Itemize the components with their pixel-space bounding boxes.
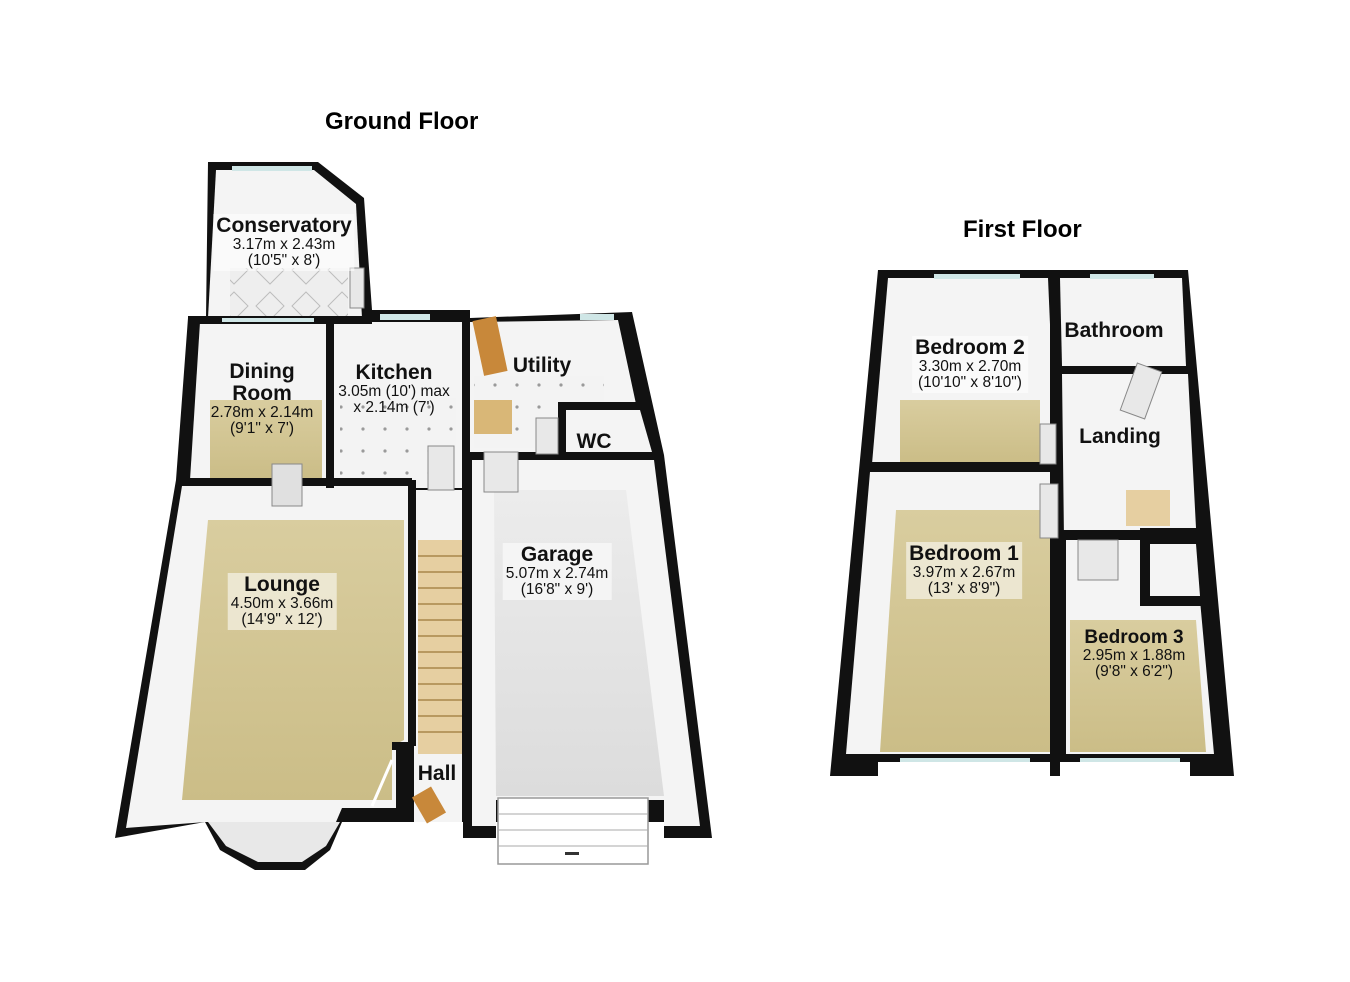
wc-door [535, 417, 559, 455]
bedroom2-door [1039, 423, 1057, 465]
landing-label: Landing [1079, 425, 1161, 448]
room-name: Garage [520, 543, 594, 566]
room-name: Bedroom 3 [1084, 627, 1184, 648]
garage-inner-door [483, 451, 519, 493]
room-size-imperial: (16'8" x 9') [520, 581, 594, 599]
first-doors [1039, 362, 1170, 581]
room-name: Conservatory [216, 214, 352, 237]
room-size-imperial: x 2.14m (7') [353, 399, 435, 417]
first-floor-title: First Floor [963, 216, 1082, 243]
room-size-metric: 3.30m x 2.70m [918, 358, 1022, 376]
lounge-hall-door [370, 759, 394, 807]
ground-floor-title: Ground Floor [325, 108, 479, 135]
conservatory-label: Conservatory 3.17m x 2.43m (10'5" x 8') [213, 214, 355, 271]
room-name: Utility [512, 354, 572, 377]
landing-stair [1126, 490, 1170, 526]
room-name: Bedroom 1 [909, 542, 1019, 565]
room-size-imperial: (10'10" x 8'10") [918, 374, 1022, 392]
room-name: Dining [229, 360, 295, 383]
room-size-imperial: (9'8" x 6'2") [1094, 663, 1174, 681]
lounge-label: Lounge 4.50m x 3.66m (14'9" x 12') [227, 573, 337, 630]
staircase [418, 540, 462, 754]
bedroom3-floor [1070, 620, 1206, 752]
utility-label: Utility [512, 354, 572, 377]
conservatory-floor [230, 268, 348, 318]
bedroom3-label: Bedroom 3 2.95m x 1.88m (9'8" x 6'2") [1083, 628, 1186, 680]
bathroom-label: Bathroom [1064, 319, 1164, 342]
room-name: Lounge [244, 573, 320, 596]
room-name: Landing [1079, 425, 1161, 448]
garage-door [497, 797, 649, 865]
cupboard [1150, 544, 1200, 596]
room-size-metric: 3.17m x 2.43m [232, 236, 336, 254]
utility-back-door [472, 316, 508, 376]
room-size-imperial: (9'1" x 7') [230, 420, 294, 438]
room-size-metric: 2.95m x 1.88m [1082, 646, 1186, 664]
lounge-door [271, 463, 303, 507]
room-name: Bathroom [1064, 319, 1164, 342]
bedroom1-door [1039, 483, 1059, 539]
dining-label: Dining Room 2.78m x 2.14m (9'1" x 7') [210, 360, 314, 438]
bathroom-room [1060, 278, 1186, 366]
garage-label: Garage 5.07m x 2.74m (16'8" x 9') [502, 543, 612, 600]
dining-floor [210, 400, 322, 478]
room-size-metric: 2.78m x 2.14m [210, 404, 314, 422]
room-size-imperial: (14'9" x 12') [241, 611, 323, 629]
room-name: Bedroom 2 [915, 336, 1025, 359]
room-size-metric: 4.50m x 3.66m [230, 595, 334, 613]
kitchen-label: Kitchen 3.05m (10') max x 2.14m (7') [338, 361, 450, 417]
conservatory-door [349, 267, 365, 309]
ground-windows [222, 166, 614, 322]
lounge-bay [208, 822, 340, 862]
utility-stairs [474, 400, 512, 434]
ground-floor [115, 162, 712, 870]
room-size-imperial: (13' x 8'9") [927, 580, 1001, 598]
room-name-line2: Room [232, 382, 292, 406]
ground-doors [271, 267, 559, 824]
bedroom1-label: Bedroom 1 3.97m x 2.67m (13' x 8'9") [906, 542, 1022, 599]
kitchen-door [427, 445, 455, 491]
room-size-imperial: (10'5" x 8') [247, 252, 321, 270]
wc-label: WC [576, 430, 612, 453]
room-size-metric: 3.05m (10') max [338, 383, 450, 401]
room-name: Hall [417, 762, 457, 785]
room-size-metric: 5.07m x 2.74m [505, 565, 609, 583]
bedroom2-label: Bedroom 2 3.30m x 2.70m (10'10" x 8'10") [912, 336, 1028, 393]
bathroom-door [1119, 362, 1163, 420]
bedroom2-floor [900, 400, 1040, 462]
first-windows [900, 274, 1180, 762]
lounge-floor [182, 520, 404, 800]
hall-label: Hall [417, 762, 457, 785]
first-floor [830, 270, 1234, 776]
room-size-metric: 3.97m x 2.67m [912, 564, 1016, 582]
wc-room [566, 410, 652, 452]
room-name: WC [576, 430, 612, 453]
front-door [411, 786, 447, 824]
bedroom3-door [1077, 539, 1119, 581]
room-name: Kitchen [355, 361, 433, 384]
